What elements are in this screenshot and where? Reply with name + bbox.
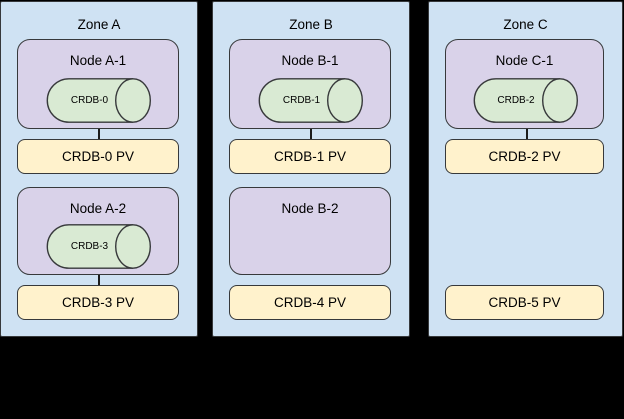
pod-crdb-1: CRDB-1: [258, 78, 363, 123]
cylinder-icon: [46, 224, 151, 269]
node-a1-title: Node A-1: [69, 53, 127, 68]
pv-label: CRDB-1 PV: [273, 149, 346, 164]
pv-connector-line: [310, 122, 312, 140]
pod-crdb-0: CRDB-0: [46, 78, 151, 123]
zone-c-title: Zone C: [503, 17, 548, 32]
zone-b-title: Zone B: [289, 17, 333, 32]
pv-connector-line: [98, 122, 100, 140]
node-b2: Node B-2: [229, 187, 391, 275]
pv-connector-line: [526, 122, 528, 140]
node-b1: Node B-1 CRDB-1: [229, 39, 391, 129]
pod-crdb-3: CRDB-3: [46, 224, 151, 269]
pv-crdb-1: CRDB-1 PV: [229, 139, 391, 174]
pod-label: CRDB-3: [70, 241, 109, 252]
node-b2-title: Node B-2: [281, 201, 339, 216]
zone-c: Zone C Node C-1 CRDB-2 CRDB-2 PV CRDB-5 …: [428, 1, 623, 337]
pv-crdb-4: CRDB-4 PV: [229, 285, 391, 320]
pv-crdb-2: CRDB-2 PV: [445, 139, 604, 174]
pv-label: CRDB-4 PV: [273, 295, 346, 310]
pv-label: CRDB-0 PV: [61, 149, 134, 164]
node-b1-title: Node B-1: [281, 53, 339, 68]
pv-crdb-5: CRDB-5 PV: [445, 285, 604, 320]
cylinder-icon: [46, 78, 151, 123]
zone-a-title: Zone A: [77, 17, 121, 32]
pod-crdb-2: CRDB-2: [473, 78, 578, 123]
cylinder-icon: [473, 78, 578, 123]
zone-a: Zone A Node A-1 CRDB-0 CRDB-0 PV Node A-…: [0, 1, 198, 337]
zone-b: Zone B Node B-1 CRDB-1 CRDB-1 PV Node B-…: [212, 1, 410, 337]
cylinder-icon: [258, 78, 363, 123]
pv-label: CRDB-5 PV: [488, 295, 561, 310]
node-a1: Node A-1 CRDB-0: [17, 39, 179, 129]
pv-label: CRDB-2 PV: [488, 149, 561, 164]
node-c1-title: Node C-1: [495, 53, 554, 68]
node-a2-title: Node A-2: [69, 201, 127, 216]
node-c1: Node C-1 CRDB-2: [445, 39, 604, 129]
pod-label: CRDB-2: [497, 95, 535, 106]
node-a2: Node A-2 CRDB-3: [17, 187, 179, 275]
pv-crdb-3: CRDB-3 PV: [17, 285, 179, 320]
pv-connector-line: [98, 268, 100, 286]
pv-label: CRDB-3 PV: [61, 295, 134, 310]
pv-crdb-0: CRDB-0 PV: [17, 139, 179, 174]
pod-label: CRDB-0: [70, 95, 109, 106]
pod-label: CRDB-1: [282, 95, 321, 106]
